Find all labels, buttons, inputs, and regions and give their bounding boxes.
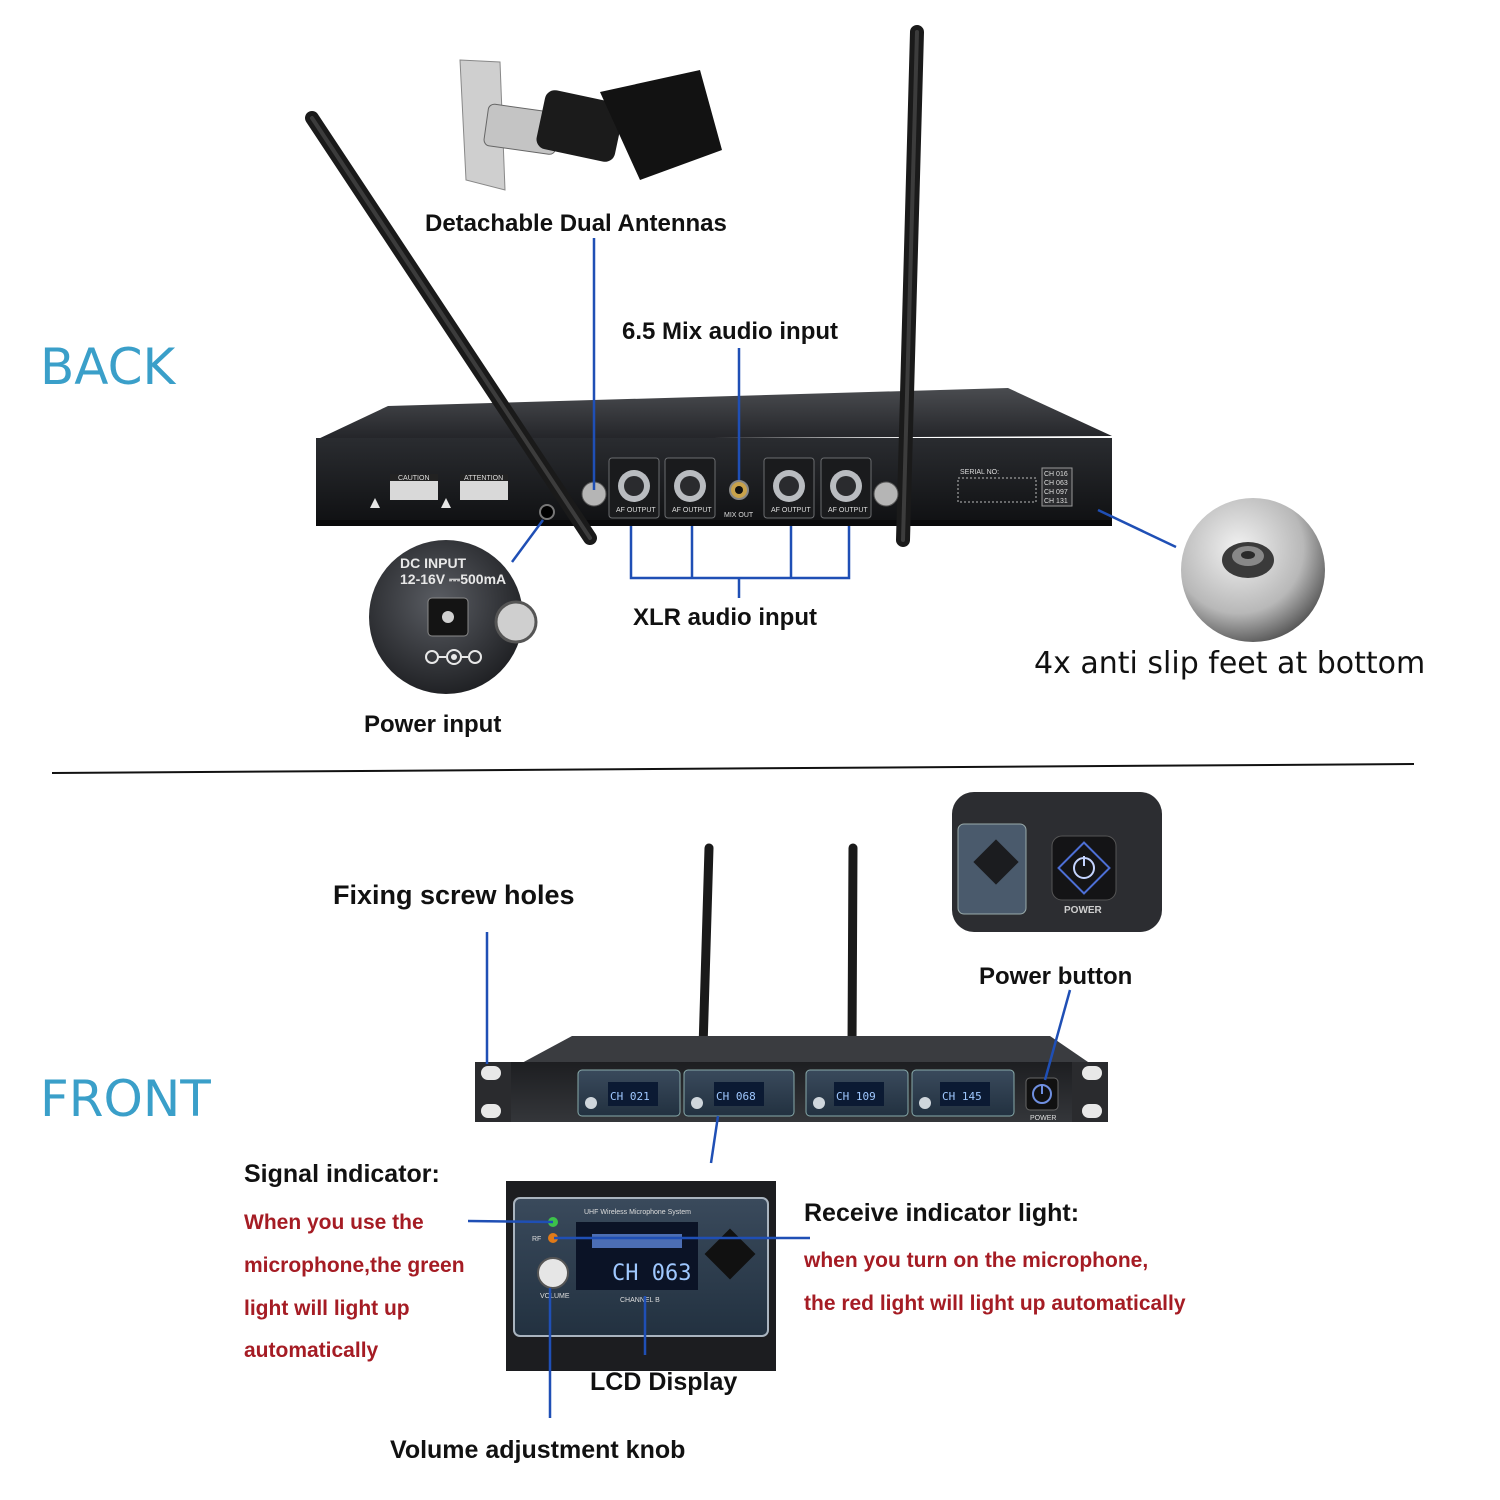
channel-3-lcd: CH 109 (836, 1090, 876, 1103)
channel-module-3: CH 109 (805, 1069, 909, 1117)
svg-text:UHF Wireless Microphone System: UHF Wireless Microphone System (584, 1209, 691, 1216)
svg-text:CHANNEL B: CHANNEL B (620, 1297, 660, 1304)
front-antenna-right (847, 843, 858, 1051)
caution-label: CAUTION (370, 474, 438, 508)
svg-text:VOLUME: VOLUME (540, 1293, 570, 1300)
anti-slip-feet-callout: 4x anti slip feet at bottom (1034, 646, 1426, 681)
channel-1-lcd: CH 021 (610, 1090, 650, 1103)
mix-out-jack: MIX OUT (724, 480, 754, 519)
back-leader-lines (510, 238, 1177, 598)
caution-text: CAUTION (398, 475, 430, 482)
xlr-input-callout: XLR audio input (633, 604, 817, 631)
signal-desc-line-4: automatically (244, 1339, 379, 1362)
front-section-title: FRONT (40, 1070, 211, 1128)
svg-text:CH 063: CH 063 (1044, 480, 1068, 487)
channel-4-lcd: CH 145 (942, 1090, 982, 1103)
antenna-connector-closeup (459, 59, 722, 191)
power-icon (1057, 841, 1111, 895)
back-section-title: BACK (40, 338, 176, 396)
closeup-lcd-text: CH 063 (612, 1261, 691, 1286)
serial-label: SERIAL NO: CH 016 CH 063 CH 097 CH 131 (957, 467, 1073, 507)
svg-text:AF OUTPUT: AF OUTPUT (828, 507, 868, 514)
svg-text:CH 131: CH 131 (1044, 498, 1068, 505)
screw-hole-bottom-right (1082, 1104, 1102, 1118)
signal-desc-line-2: microphone,the green (244, 1254, 465, 1277)
svg-text:AF OUTPUT: AF OUTPUT (771, 507, 811, 514)
dc-input-text: DC INPUT (400, 555, 467, 571)
front-leader-lines (467, 932, 1072, 1418)
section-divider (51, 763, 1415, 774)
signal-indicator-title: Signal indicator: (244, 1160, 440, 1188)
polarity-icon (425, 649, 482, 665)
receive-desc-line-2: the red light will light up automaticall… (804, 1292, 1186, 1315)
receive-desc-line-1: when you turn on the microphone, (804, 1249, 1149, 1272)
antennas-callout: Detachable Dual Antennas (425, 210, 727, 237)
power-button-closeup: POWER (952, 792, 1162, 932)
channel-module-2: CH 068 (683, 1069, 795, 1117)
receive-indicator-title: Receive indicator light: (804, 1199, 1080, 1227)
attention-text: ATTENTION (464, 475, 503, 482)
back-antenna-left (305, 111, 607, 545)
signal-desc-line-3: light will light up (244, 1297, 410, 1320)
channel-closeup: UHF Wireless Microphone System RF CH 063… (506, 1181, 776, 1371)
front-antenna-left (698, 843, 714, 1053)
mix-input-callout: 6.5 Mix audio input (622, 318, 839, 345)
back-receiver: CAUTION ATTENTION AF OUTPUT AF OUTPUT MI… (305, 25, 1112, 547)
lcd-display-callout: LCD Display (590, 1368, 738, 1396)
xlr-port-1: AF OUTPUT (608, 457, 660, 519)
svg-text:CH 097: CH 097 (1044, 489, 1068, 496)
anti-slip-foot-closeup (1181, 498, 1325, 642)
volume-knob (537, 1257, 569, 1289)
screw-hole-bottom-left (481, 1104, 501, 1118)
channel-module-4: CH 145 (911, 1069, 1015, 1117)
power-input-callout: Power input (364, 711, 502, 738)
xlr-port-3: AF OUTPUT (763, 457, 815, 519)
svg-text:RF: RF (532, 1236, 541, 1243)
screw-hole-top-left (481, 1066, 501, 1080)
svg-text:POWER: POWER (1030, 1115, 1056, 1122)
svg-text:AF OUTPUT: AF OUTPUT (672, 507, 712, 514)
red-receive-led (548, 1233, 558, 1243)
screw-hole-top-right (1082, 1066, 1102, 1080)
svg-text:SERIAL NO:: SERIAL NO: (960, 469, 999, 476)
power-closeup-label: POWER (1064, 905, 1103, 916)
screw-holes-callout: Fixing screw holes (333, 880, 575, 910)
dc-jack (539, 504, 555, 520)
svg-text:MIX OUT: MIX OUT (724, 512, 754, 519)
dc-voltage-text: 12-16V ⎓500mA (400, 571, 506, 587)
volume-knob-callout: Volume adjustment knob (390, 1436, 686, 1464)
channel-2-lcd: CH 068 (716, 1090, 756, 1103)
svg-text:CH 016: CH 016 (1044, 471, 1068, 478)
power-button-callout: Power button (979, 963, 1133, 990)
front-power-button: POWER (1025, 1077, 1059, 1122)
signal-desc-line-1: When you use the (244, 1211, 424, 1234)
attention-label: ATTENTION (441, 474, 508, 508)
svg-text:AF OUTPUT: AF OUTPUT (616, 507, 656, 514)
xlr-port-2: AF OUTPUT (664, 457, 716, 519)
channel-module-1: CH 021 (577, 1069, 681, 1117)
back-antenna-right (873, 25, 924, 547)
front-receiver: CH 021 CH 068 CH 109 CH 145 POWER (475, 843, 1108, 1122)
dc-input-closeup: DC INPUT 12-16V ⎓500mA (369, 540, 538, 694)
xlr-port-4: AF OUTPUT (820, 457, 872, 519)
